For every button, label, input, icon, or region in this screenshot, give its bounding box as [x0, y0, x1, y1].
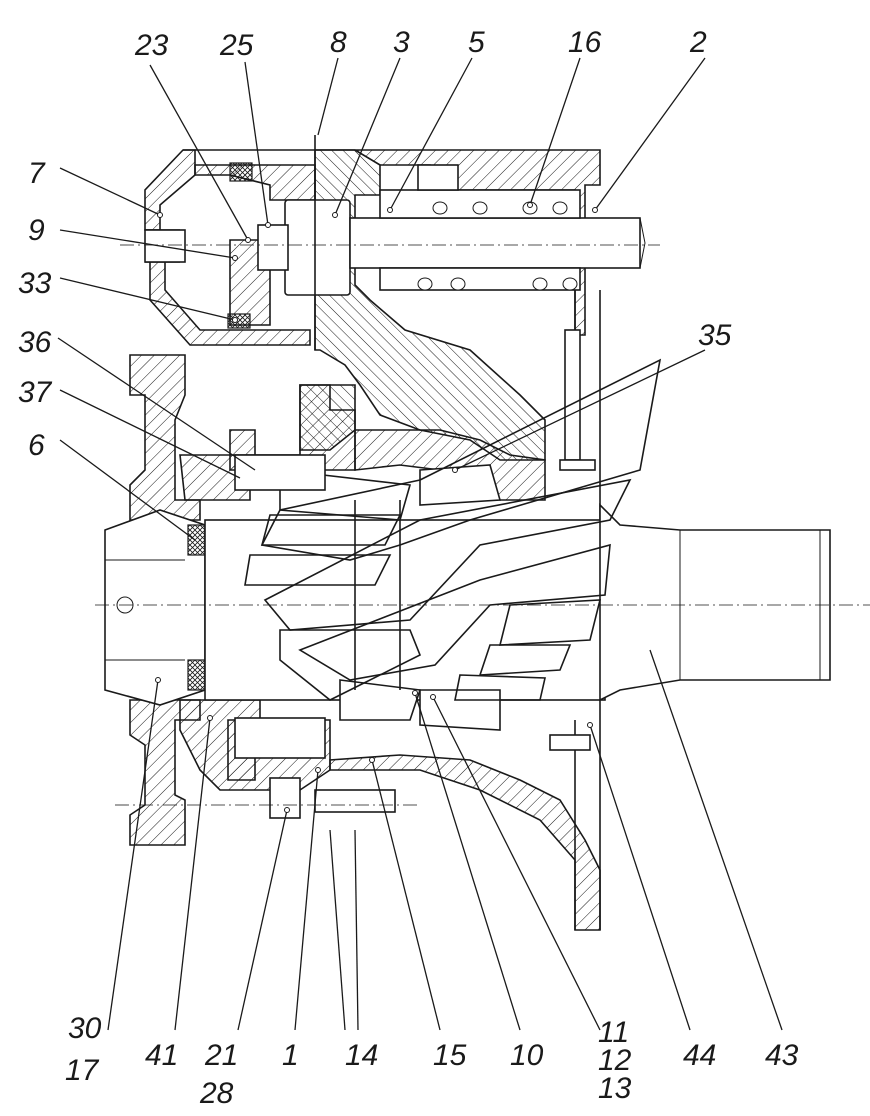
bolt-21 — [269, 777, 301, 819]
piston-3 — [284, 199, 351, 296]
label-44: 44 — [683, 1039, 716, 1072]
section-planes — [244, 358, 662, 701]
label-12: 12 — [598, 1044, 632, 1077]
label-1: 1 — [282, 1039, 299, 1072]
label-7: 7 — [28, 157, 46, 190]
label-43: 43 — [765, 1039, 799, 1072]
label-41: 41 — [145, 1039, 178, 1072]
label-14: 14 — [345, 1039, 378, 1072]
seal-33-top — [229, 162, 253, 182]
label-15: 15 — [433, 1039, 467, 1072]
upper-housing — [144, 135, 646, 461]
label-16: 16 — [568, 26, 602, 59]
rod-2 — [349, 217, 641, 269]
label-10: 10 — [510, 1039, 544, 1072]
label-30: 30 — [68, 1012, 102, 1045]
label-6: 6 — [28, 429, 45, 462]
label-35: 35 — [698, 319, 732, 352]
seal-33 — [227, 313, 251, 329]
part-labels: 7 9 33 36 37 6 23 25 8 3 5 16 2 35 30 17… — [18, 26, 799, 1110]
leader-lines — [57, 57, 783, 1031]
label-33: 33 — [18, 267, 52, 300]
spring-16 — [417, 201, 578, 291]
label-9: 9 — [28, 214, 45, 247]
label-3: 3 — [393, 26, 410, 59]
label-25: 25 — [219, 29, 254, 62]
label-13: 13 — [598, 1072, 632, 1105]
label-21: 21 — [204, 1039, 238, 1072]
label-11: 11 — [598, 1016, 629, 1049]
hex-nut-30 — [104, 509, 207, 706]
label-37: 37 — [18, 376, 53, 409]
label-23: 23 — [134, 29, 169, 62]
label-2: 2 — [689, 26, 707, 59]
label-28: 28 — [199, 1077, 234, 1110]
label-17: 17 — [65, 1054, 100, 1087]
nut-25 — [257, 224, 289, 271]
label-36: 36 — [18, 326, 52, 359]
center-lines — [95, 244, 870, 806]
label-8: 8 — [330, 26, 347, 59]
label-5: 5 — [468, 26, 485, 59]
